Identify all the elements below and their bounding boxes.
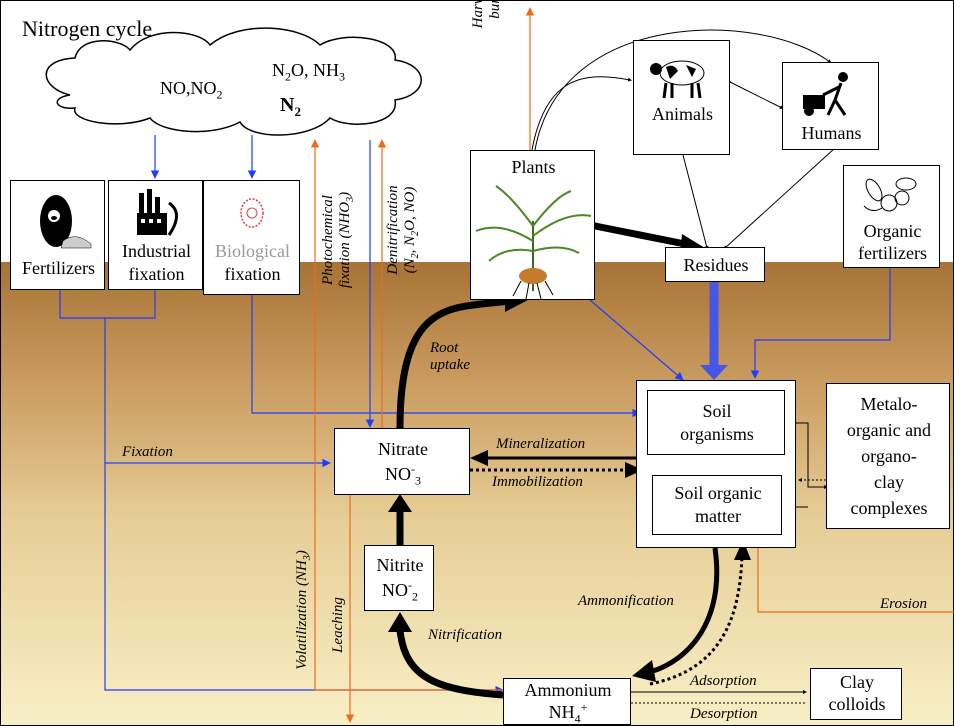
residues-label: Residues <box>683 255 749 275</box>
arrow-animals-humans <box>727 79 784 109</box>
metalo-label-5: complexes <box>850 498 928 518</box>
arrowhead-mineralization <box>470 450 488 466</box>
arrowhead-immob-ammonium <box>734 540 751 560</box>
arrow-biological-to-soil <box>251 295 641 418</box>
biological-label-1: Biological <box>215 241 290 261</box>
line-erosion <box>757 540 954 613</box>
som-label-2: matter <box>695 506 741 526</box>
arrow-plants-to-humans <box>534 29 832 151</box>
arrow-ammonification <box>649 547 720 675</box>
fruit-icon <box>863 177 917 212</box>
mineralization-label: Mineralization <box>496 436 586 452</box>
line-fertilizer-industrial <box>59 288 156 319</box>
arrow-organic-fert-to-soil <box>750 268 891 379</box>
arrow-plants-to-animals <box>531 76 632 151</box>
nitrate-box: Nitrate NO-3 <box>334 428 470 495</box>
arrowhead-nitrification <box>388 612 412 632</box>
adsorption-label: Adsorption <box>690 673 757 689</box>
fertilizer-bag-icon <box>40 195 92 249</box>
organic-fert-label-1: Organic <box>863 221 922 241</box>
factory-icon <box>137 189 178 236</box>
nitrate-formula: NO-3 <box>385 462 421 488</box>
farmer-icon <box>803 72 848 116</box>
arrow-immobilization-ammonium <box>649 554 744 686</box>
nitrate-label: Nitrate <box>378 439 428 459</box>
fixation-label: Fixation <box>122 444 173 460</box>
soil-organisms-label-2: organisms <box>680 424 754 444</box>
nitrification-label: Nitrification <box>428 627 503 643</box>
metalo-label-2: organic and <box>846 420 932 440</box>
animals-label: Animals <box>652 104 713 124</box>
ammonium-formula: NH4+ <box>548 700 588 726</box>
arrowhead-ammonification <box>632 660 656 682</box>
plants-label: Plants <box>511 157 556 177</box>
arrow-plants-to-soil <box>589 299 684 381</box>
arrow-fixation <box>104 318 331 468</box>
fertilizers-box: Fertilizers <box>10 180 105 290</box>
humans-box: Humans <box>782 62 879 150</box>
arrowhead-nitrite-nitrate <box>388 494 412 512</box>
metalo-label-1: Metalo- <box>860 394 918 414</box>
soil-organic-matter-box: Soil organic matter <box>652 475 782 535</box>
immobilization-label: Immobilization <box>492 474 583 490</box>
clay-label-2: colloids <box>828 694 886 714</box>
arrow-nitrification <box>396 629 504 699</box>
industrial-label-2: fixation <box>128 264 185 284</box>
metalo-label-4: clay <box>874 472 904 492</box>
arrowhead-immobilization <box>625 462 643 478</box>
som-label-1: Soil organic <box>674 483 762 503</box>
humans-label: Humans <box>801 123 862 143</box>
nitrite-label: Nitrite <box>376 555 424 575</box>
organic-fertilizers-box: Organic fertilizers <box>843 165 940 268</box>
erosion-label: Erosion <box>880 596 927 612</box>
plant-icon <box>475 185 592 300</box>
metalo-label-3: organo- <box>861 446 917 466</box>
denitrification-label: Denitrification (N2, N2O, NO) <box>385 185 422 275</box>
organic-fert-label-2: fertilizers <box>858 243 927 263</box>
volatilization-label: Volatilization (NH3) <box>294 550 313 670</box>
animals-box: Animals <box>633 40 730 155</box>
biological-label-2: fixation <box>224 264 281 284</box>
arrow-humans-to-residues <box>723 147 836 250</box>
nitrite-formula: NO-2 <box>382 578 418 604</box>
clay-label-1: Clay <box>840 672 874 692</box>
leaching-label: Leaching <box>330 597 346 653</box>
cloud-gases-right: N2O, NH3 <box>272 60 345 84</box>
cow-icon <box>650 60 705 99</box>
ammonification-label: Ammonification <box>578 593 674 609</box>
soil-organisms-label-1: Soil <box>702 401 732 421</box>
nitrite-box: Nitrite NO-2 <box>364 545 434 611</box>
atmosphere-cloud <box>45 27 422 136</box>
metalo-complexes-box: Metalo- organic and organo- clay complex… <box>826 383 950 529</box>
clay-colloids-box: Clay colloids <box>810 668 902 720</box>
cloud-gases-left: NO,NO2 <box>160 78 223 102</box>
biological-fixation-box: Biological fixation <box>203 180 300 295</box>
residues-box: Residues <box>665 247 765 282</box>
ammonium-label: Ammonium <box>524 680 612 700</box>
arrow-root-uptake <box>396 296 516 429</box>
harvesting-label: Harvestingburning <box>470 0 505 70</box>
cloud-n2: N2 <box>280 94 301 119</box>
photochemical-label: Photochemical fixation (NHO3) <box>320 191 357 289</box>
industrial-label-1: Industrial <box>122 241 191 261</box>
soil-organisms-box: Soil organisms <box>647 390 785 455</box>
ammonium-box: Ammonium NH4+ <box>503 678 631 725</box>
bacteria-icon <box>240 198 264 228</box>
arrow-plants-to-residues <box>589 221 691 249</box>
fertilizers-label: Fertilizers <box>22 258 95 278</box>
page-title: Nitrogen cycle <box>22 16 153 41</box>
plants-box: Plants <box>470 150 595 300</box>
desorption-label: Desorption <box>690 706 758 722</box>
arrowhead-residues <box>700 365 728 380</box>
arrow-animals-to-residues <box>682 154 709 250</box>
industrial-fixation-box: Industrial fixation <box>108 180 203 290</box>
